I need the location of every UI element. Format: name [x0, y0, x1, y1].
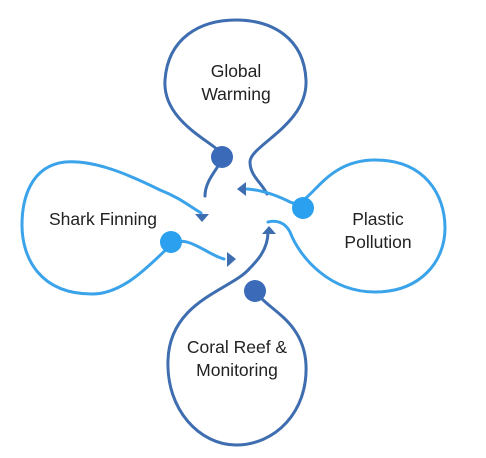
arrowhead-right-bottom — [227, 252, 236, 267]
arrowhead-left-top — [237, 182, 246, 196]
node-label-coral-reef-monitoring: Coral Reef & Monitoring — [162, 336, 312, 382]
top-loop — [163, 18, 308, 198]
node-label-line: Pollution — [344, 232, 412, 252]
left-dot — [160, 231, 182, 253]
node-label-line: Plastic — [352, 209, 404, 229]
node-label-plastic-pollution: Plastic Pollution — [318, 208, 438, 254]
node-label-line: Coral Reef & — [186, 337, 288, 357]
arrowhead-up-right — [262, 226, 276, 234]
arrowhead-down-left — [195, 214, 209, 222]
node-label-line: Shark Finning — [49, 209, 157, 229]
node-label-line: Global — [210, 61, 262, 81]
node-label-shark-finning: Shark Finning — [28, 208, 178, 231]
bottom-dot — [244, 280, 266, 302]
bottom-loop — [166, 230, 308, 447]
node-label-global-warming: Global Warming — [176, 60, 296, 106]
top-dot — [211, 146, 233, 168]
node-label-line: Monitoring — [196, 360, 278, 380]
node-label-line: Warming — [201, 84, 271, 104]
right-dot — [292, 197, 314, 219]
